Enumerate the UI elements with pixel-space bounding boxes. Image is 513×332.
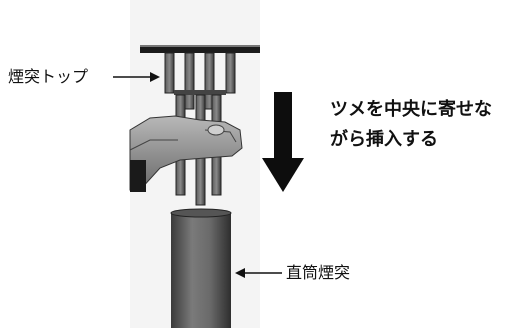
chimney-top-cap	[140, 47, 260, 53]
straight-pipe-illustration	[170, 208, 232, 328]
instruction-line-1: ツメを中央に寄せな	[330, 99, 492, 120]
insert-direction-arrow-icon	[262, 92, 304, 192]
hand-illustration	[129, 115, 243, 192]
chimney-top-label: 煙突トップ	[8, 67, 89, 86]
chimney-top-bracket	[164, 52, 175, 94]
chimney-top-bracket	[184, 52, 195, 110]
sleeve	[130, 160, 146, 192]
straight-pipe-label: 直筒煙突	[286, 263, 351, 282]
chimney-top-bracket	[204, 52, 215, 110]
instruction-line-2: がら挿入する	[330, 129, 438, 150]
pointer-arrow-pipe-icon	[235, 268, 282, 278]
chimney-top-bracket	[225, 52, 236, 94]
pointer-arrow-top-icon	[113, 72, 160, 82]
insertion-instruction: ツメを中央に寄せな がら挿入する	[330, 95, 492, 155]
pipe-body	[171, 212, 231, 328]
pipe-opening	[170, 208, 232, 218]
